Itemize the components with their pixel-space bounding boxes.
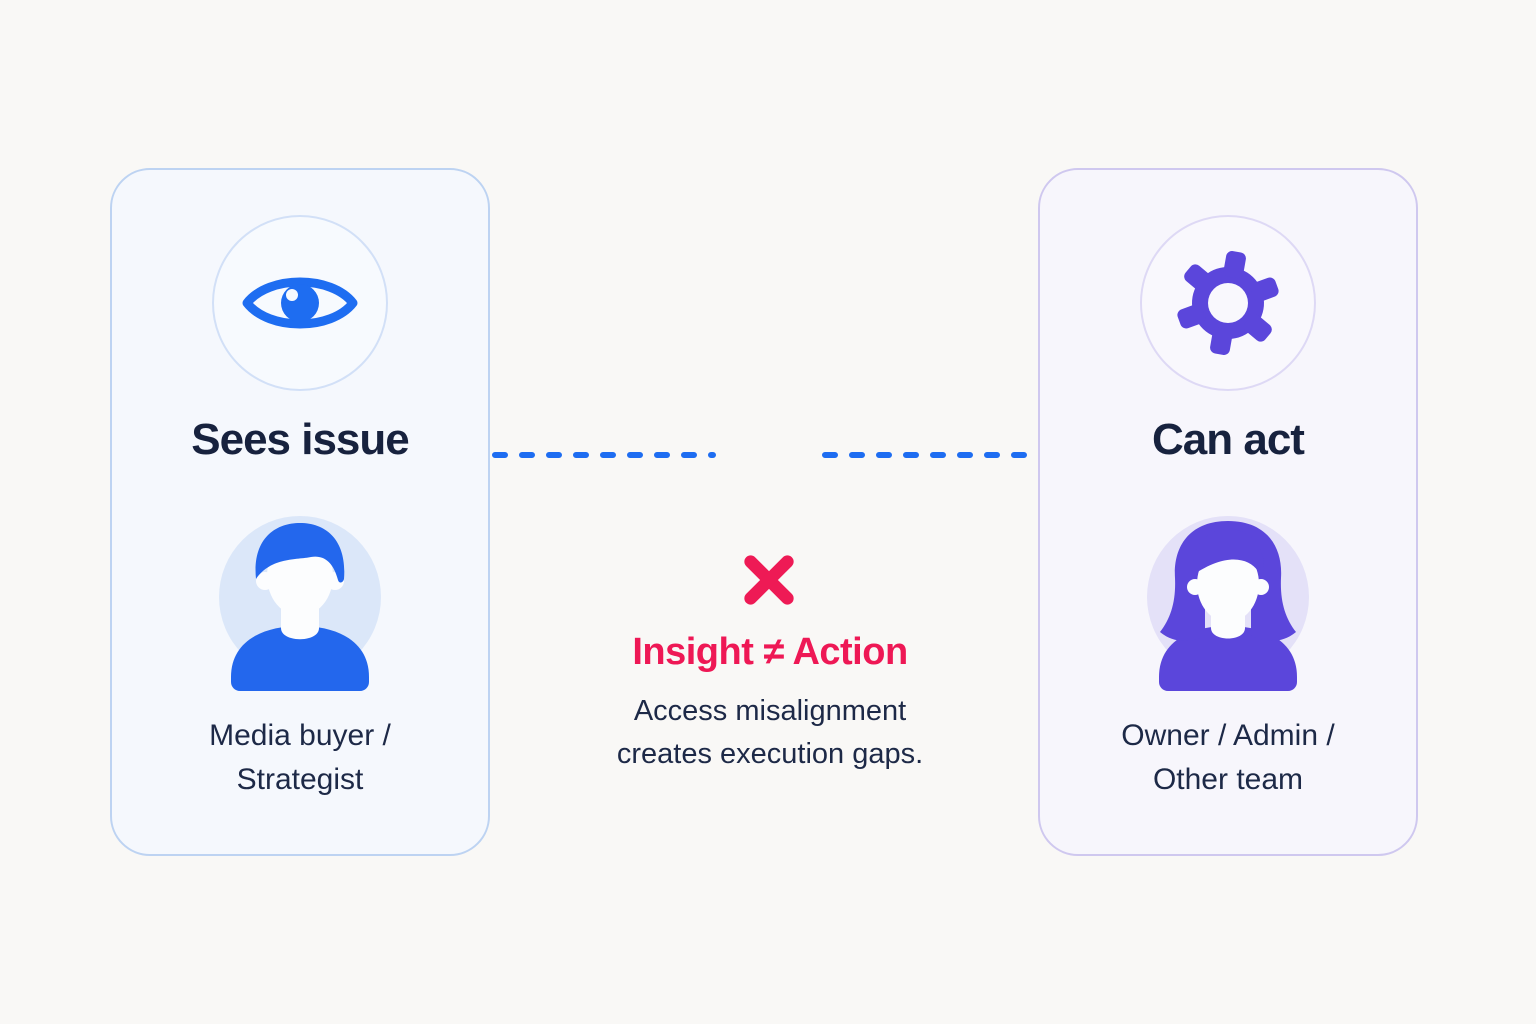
female-avatar-icon bbox=[1133, 513, 1323, 691]
center-description-line2: creates execution gaps. bbox=[616, 738, 924, 770]
center-description: Access misalignment creates execution ga… bbox=[510, 690, 1030, 776]
right-card-role: Owner / Admin / Other team bbox=[1121, 714, 1334, 802]
x-mark-icon bbox=[744, 555, 794, 605]
gear-icon bbox=[1177, 251, 1279, 355]
center-heading: Insight ≠ Action bbox=[632, 631, 908, 673]
right-card-title: Can act bbox=[1152, 415, 1305, 464]
can-act-card: Can act Owner / Admin / Other t bbox=[1038, 168, 1418, 856]
left-card-title: Sees issue bbox=[191, 415, 409, 464]
eye-icon-circle bbox=[212, 215, 388, 391]
right-role-line1: Owner / Admin / bbox=[1121, 719, 1335, 752]
sees-issue-card: Sees issue Media buyer / Strategist bbox=[110, 168, 490, 856]
right-role-line2: Other team bbox=[1152, 763, 1304, 796]
male-avatar-icon bbox=[205, 513, 395, 691]
gear-icon-circle bbox=[1140, 215, 1316, 391]
dashed-connector-left bbox=[492, 452, 716, 458]
left-role-line2: Strategist bbox=[236, 763, 364, 796]
dashed-connector-right bbox=[822, 452, 1036, 458]
left-role-line1: Media buyer / bbox=[209, 719, 391, 752]
eye-icon bbox=[242, 277, 358, 329]
center-description-line1: Access misalignment bbox=[633, 695, 907, 727]
left-card-role: Media buyer / Strategist bbox=[209, 714, 391, 802]
